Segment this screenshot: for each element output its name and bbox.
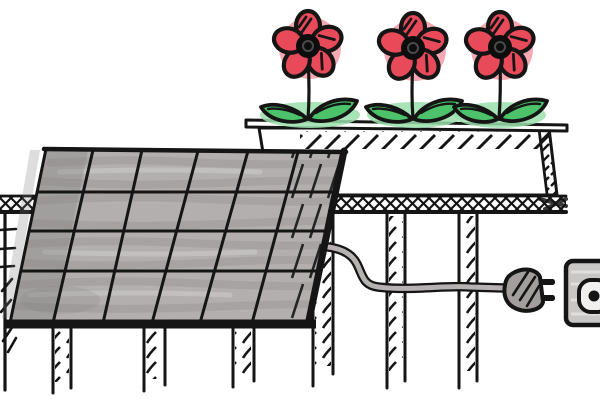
petal-hatch-stroke	[424, 53, 429, 73]
petal-hatch-stroke	[422, 36, 441, 43]
flower-center	[401, 36, 425, 60]
petal-hatch-stroke	[489, 16, 505, 35]
right-post-2	[385, 210, 407, 390]
panel-leg-3	[231, 321, 256, 389]
panel-frame-top	[41, 146, 349, 155]
flower-center	[296, 34, 320, 58]
panel-light-streaks	[27, 167, 263, 298]
left-rail-post	[0, 211, 18, 392]
panel-grid	[21, 149, 336, 323]
panel-shadow-bleed	[2, 150, 40, 318]
flower-center-ring	[407, 42, 419, 54]
leaf-right-vein	[505, 102, 542, 115]
flower-center-ring	[494, 41, 506, 53]
planter-box	[244, 118, 569, 197]
petal-hatch-stroke	[511, 52, 516, 72]
wall-outlet	[563, 258, 600, 328]
plug-prong-bottom	[541, 295, 555, 301]
plug-prong-top	[541, 279, 555, 285]
leaf-right	[307, 97, 359, 124]
panel-frame-right	[304, 147, 348, 329]
power-cable	[313, 241, 509, 294]
flower-3	[452, 9, 549, 128]
solar-panel	[2, 146, 349, 329]
leaf-left-vein	[371, 107, 407, 117]
leaf-right	[498, 97, 549, 124]
leaf-right	[412, 97, 464, 124]
leaf-right-vein	[314, 102, 352, 115]
leaf-left-vein	[459, 107, 493, 117]
panel-leg-1	[51, 321, 73, 395]
flower-center-ring	[302, 40, 314, 52]
leaf-right-vein	[419, 102, 457, 115]
petal-hatch-stroke	[402, 17, 418, 36]
power-plug	[502, 267, 555, 313]
panel-leg-2	[142, 321, 167, 393]
petal-hatch-stroke	[509, 35, 528, 42]
petal-hatch-stroke	[297, 15, 313, 34]
panel-frame	[4, 146, 349, 329]
petal-hatch-stroke	[317, 34, 336, 41]
ledge-end-scribble	[538, 197, 568, 211]
flower-center	[488, 35, 512, 59]
leaf-left-vein	[266, 107, 302, 117]
cable-core	[315, 243, 507, 291]
petal-hatch-stroke	[319, 51, 324, 71]
flower-2	[364, 10, 464, 128]
outlet-socket-hole	[588, 290, 600, 302]
right-post-3	[457, 210, 479, 390]
planter-underrim-hatch	[300, 131, 550, 149]
flower-1	[259, 8, 360, 128]
plug-hatch	[511, 270, 541, 308]
panel-frame-left	[8, 147, 48, 325]
panel-bottom-smudge	[20, 286, 100, 314]
